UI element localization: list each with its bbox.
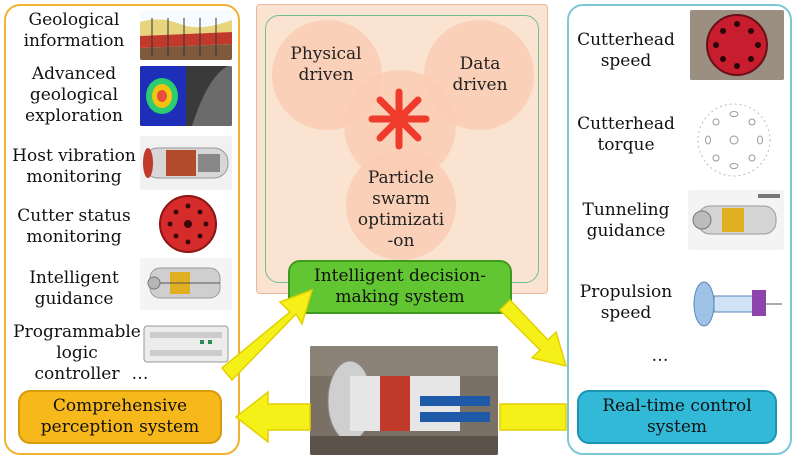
propulsion-speed-label: Propulsion speed <box>579 282 673 323</box>
intelligent-guidance-label: Intelligent guidance <box>29 268 119 309</box>
cutterhead-red-image <box>158 194 218 254</box>
propulsion-diagram-image <box>690 276 784 330</box>
geological-information-label: Geological information <box>23 10 125 51</box>
plc-unit-image <box>140 318 232 368</box>
cutterhead-photo-image <box>690 10 784 80</box>
real-time-control-system-box: Real-time control system <box>577 390 777 444</box>
advanced-geological-exploration-label: Advanced geological exploration <box>25 64 123 126</box>
intelligent-decision-making-system-box: Intelligent decision-making system <box>288 260 512 314</box>
cutterhead-torque-label: Cutterhead torque <box>577 114 675 155</box>
programmable-logic-controller-label: Programmable logic controller <box>13 322 141 384</box>
left-ellipsis: … <box>131 364 149 384</box>
host-vibration-monitoring-label: Host vibration monitoring <box>12 146 136 187</box>
guidance-system-image <box>140 258 232 310</box>
cutter-status-monitoring-label: Cutter status monitoring <box>17 206 131 247</box>
comprehensive-perception-system-box: Comprehensive perception system <box>18 390 222 444</box>
tunneling-guidance-label: Tunneling guidance <box>582 200 670 241</box>
cutterhead-speed-label: Cutterhead speed <box>577 30 675 71</box>
arrow-decision-to-control <box>498 298 568 368</box>
geology-profile-image <box>140 10 232 60</box>
geophysics-scan-image <box>140 66 232 126</box>
starburst-icon <box>366 86 432 152</box>
data-driven-label: Data driven <box>452 54 508 95</box>
right-ellipsis: … <box>651 346 669 366</box>
physical-driven-label: Physical driven <box>290 44 362 85</box>
arrow-control-to-perception <box>499 403 567 431</box>
pso-circle <box>346 150 456 260</box>
tbm-photo-image <box>310 346 498 455</box>
cutter-layout-image <box>694 100 774 180</box>
tbm-machine-image <box>140 136 232 190</box>
pso-label: Particle swarm optimizati -on <box>357 168 445 251</box>
arrow-photo-to-perception <box>234 390 311 444</box>
tbm-guidance-image <box>688 190 784 250</box>
arrow-perception-to-decision <box>220 288 314 382</box>
